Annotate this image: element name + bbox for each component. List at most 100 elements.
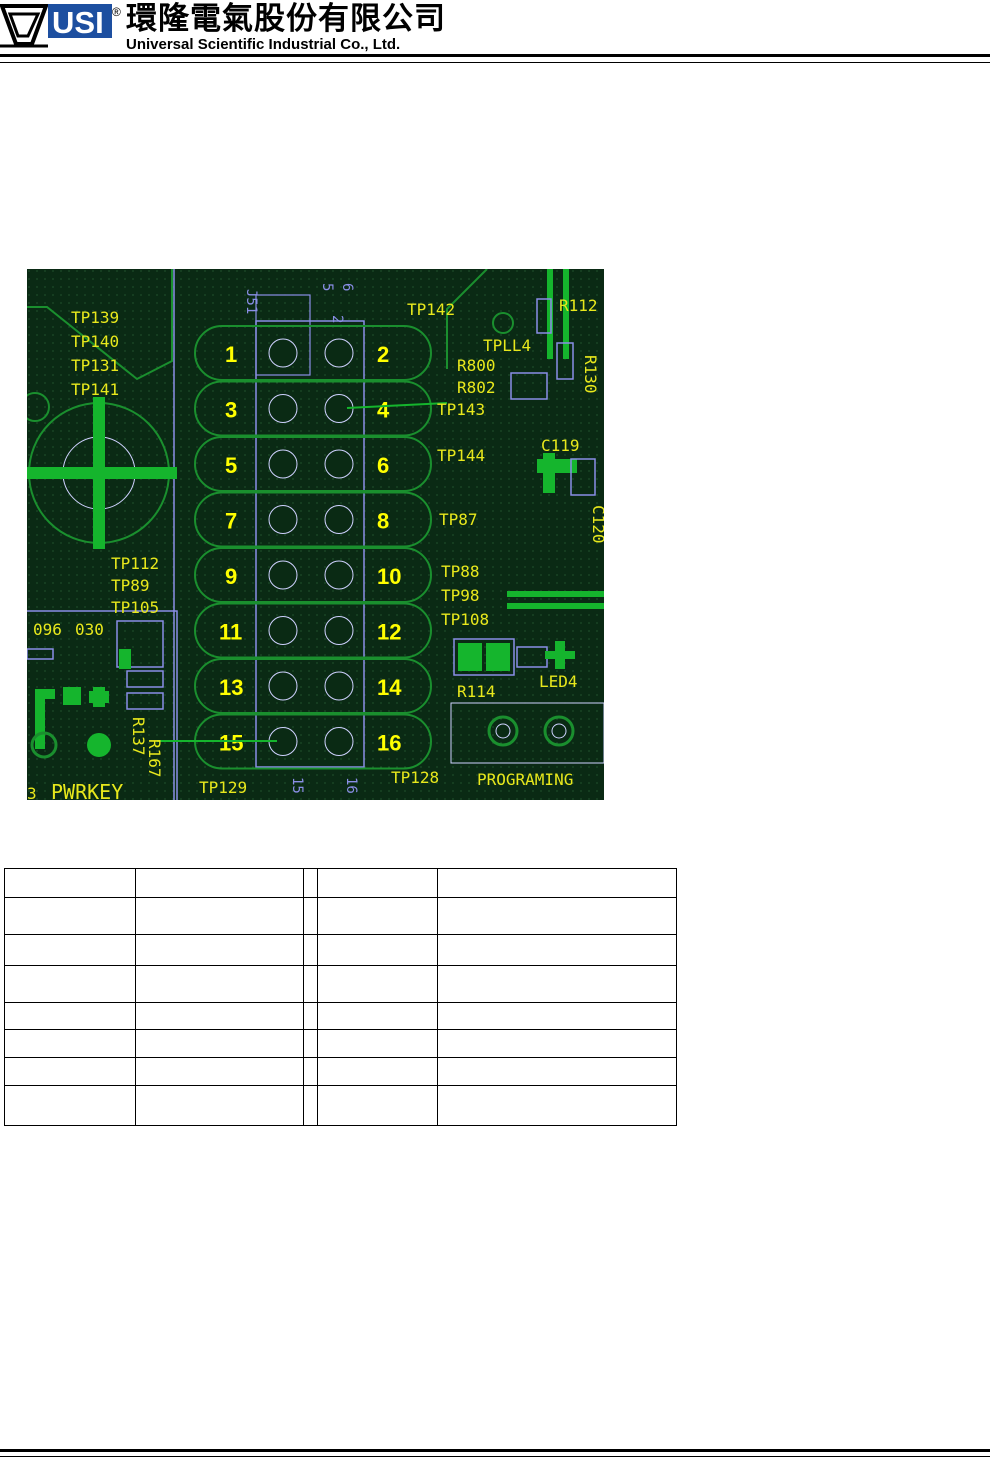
silk-label: TP139 [71, 308, 119, 327]
ref-label: 15 [289, 777, 305, 794]
bus-trace-2 [507, 603, 604, 609]
pin-hole [324, 727, 354, 756]
silk-label: R800 [457, 356, 496, 375]
header-rule-thin [0, 62, 990, 63]
battery-trace-v [93, 397, 105, 549]
vertical-trace-2 [563, 269, 569, 359]
silk-label: PWRKEY [51, 780, 123, 800]
table-cell [135, 1028, 304, 1058]
r114-pad-b [486, 643, 510, 671]
q-pad [119, 649, 131, 669]
table-row [4, 896, 677, 935]
table-cell [4, 1056, 136, 1086]
pin-hole [324, 616, 354, 645]
silk-label: TP98 [441, 586, 480, 605]
silk-label: TP129 [199, 778, 247, 797]
table-cell [303, 896, 318, 935]
pin-hole [268, 394, 298, 423]
silk-label: TP144 [437, 446, 485, 465]
pin-number: 7 [225, 509, 237, 534]
table-cell [303, 1056, 318, 1086]
pin-number: 11 [219, 620, 242, 645]
pin-hole [324, 338, 354, 368]
table-cell [135, 964, 304, 1003]
table-cell [4, 1028, 136, 1058]
silk-label: PROGRAMING [477, 770, 573, 789]
silk-label: 096 [33, 620, 62, 639]
table-cell [4, 841, 136, 869]
table-cell [437, 896, 677, 935]
table-cell [437, 841, 677, 869]
silk-label: TP87 [439, 510, 478, 529]
silk-label: R130 [581, 355, 600, 394]
silk-label: TP89 [111, 576, 150, 595]
pin-hole [324, 560, 354, 590]
table-cell [317, 841, 438, 869]
table-cell [135, 841, 304, 869]
pin-hole [268, 449, 298, 479]
silk-label: TP112 [111, 554, 159, 573]
pin-number: 9 [225, 564, 237, 589]
table-cell [317, 1056, 438, 1086]
table-cell [303, 841, 318, 869]
keepout-box [27, 610, 178, 800]
table-cell [303, 867, 318, 898]
table-cell [317, 1084, 438, 1126]
pad-outline [194, 602, 432, 659]
table-cell [317, 1028, 438, 1058]
table-cell [437, 933, 677, 966]
table-cell [317, 1001, 438, 1030]
pwrkey-trace-v [35, 689, 45, 749]
company-name-en: Universal Scientific Industrial Co., Ltd… [126, 36, 401, 53]
board-outline-left [27, 269, 173, 381]
q-footprint [116, 620, 164, 668]
silk-label: TP143 [437, 400, 485, 419]
silk-label: R137 [129, 717, 148, 756]
table-cell [317, 964, 438, 1003]
pin-number: 2 [377, 342, 389, 367]
pin-hole [324, 505, 354, 534]
pad-outline [194, 658, 432, 714]
pin-number: 10 [377, 564, 401, 589]
pin-number: 15 [219, 731, 243, 756]
pad-outline [194, 547, 432, 603]
footer-rule-thick [0, 1449, 990, 1452]
ref-label: 5 [319, 283, 335, 291]
footer-rule-thin [0, 1456, 990, 1457]
silk-label: TP141 [71, 380, 119, 399]
silk-label: R112 [559, 296, 598, 315]
pin-number: 8 [377, 509, 389, 534]
silk-label: TP108 [441, 610, 489, 629]
table-row [4, 1028, 677, 1058]
pin-number: 1 [225, 342, 237, 367]
header-rule-thick [0, 54, 990, 57]
silk-label: TP105 [111, 598, 159, 617]
pin-hole [324, 449, 354, 479]
company-name-cn: 環隆電氣股份有限公司 [126, 1, 446, 37]
pin-hole [268, 671, 298, 701]
vertical-trace-1 [547, 269, 553, 359]
r114-footprint [453, 638, 515, 676]
led4-trace [545, 651, 575, 659]
table-cell [437, 1028, 677, 1058]
r114-pad-a [458, 643, 482, 671]
page-header: USI ® 環隆電氣股份有限公司 Universal Scientific In… [0, 0, 990, 70]
table-row [4, 841, 677, 869]
table-cell [135, 1001, 304, 1030]
r167-footprint [126, 692, 164, 710]
pwrkey-pad [63, 687, 81, 705]
table-row [4, 1084, 677, 1126]
pin-number: 4 [377, 398, 390, 423]
programming-pin-2 [543, 715, 575, 747]
programming-header-outline [450, 702, 604, 764]
ref-label: 2 [329, 315, 345, 323]
table-cell [303, 1084, 318, 1126]
silk-label: TP88 [441, 562, 480, 581]
table-row [4, 964, 677, 1003]
ref-label: 6 [339, 283, 355, 291]
pwrkey-pin-2 [87, 733, 111, 757]
silk-label: R802 [457, 378, 496, 397]
pad-outline [194, 436, 432, 492]
silk-label: LED4 [539, 672, 578, 691]
